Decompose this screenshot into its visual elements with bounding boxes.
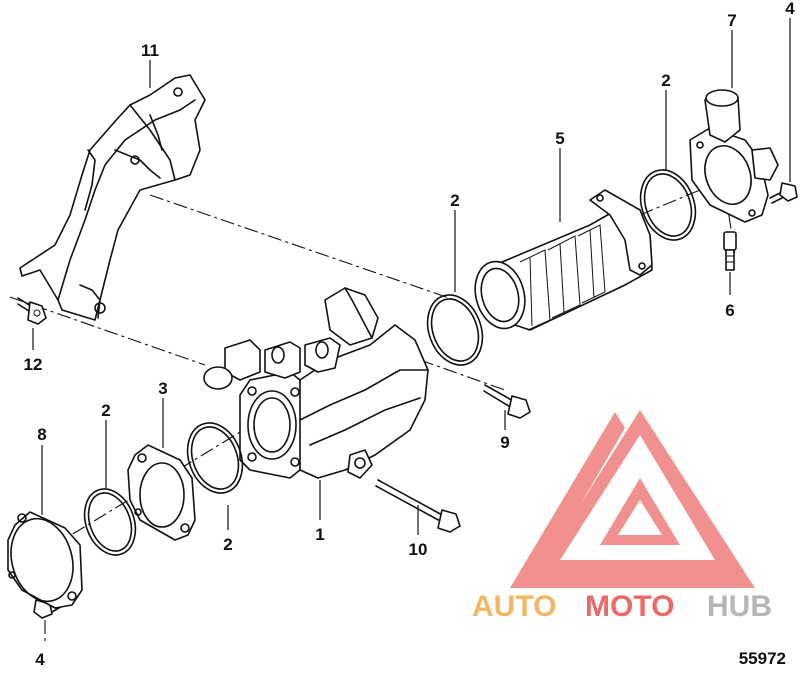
- callout-5: 5: [555, 129, 564, 148]
- callout-2-middle: 2: [450, 191, 459, 210]
- callout-2-bottom: 2: [223, 535, 232, 554]
- watermark-wordmark: AUTO MOTO HUB: [472, 590, 772, 623]
- callout-3: 3: [158, 379, 167, 398]
- part-o-rings: [83, 169, 697, 556]
- part-bracket: [19, 74, 206, 321]
- watermark-logo: [510, 410, 755, 588]
- part-bolt-4-top: [769, 182, 798, 204]
- wordmark-hub: HUB: [707, 590, 772, 623]
- callout-4-top: 4: [785, 0, 795, 18]
- part-bolt-12: [17, 297, 47, 325]
- logo-inner-cutout: [618, 500, 662, 535]
- part-core: [474, 189, 653, 331]
- wordmark-auto: AUTO: [472, 590, 556, 623]
- callout-2-left: 2: [101, 401, 110, 420]
- wordmark-moto: MOTO: [585, 590, 674, 623]
- part-end-cap-7: [689, 89, 779, 223]
- part-gasket-3: [127, 444, 196, 541]
- leader-lines: [32, 18, 791, 535]
- callout-8: 8: [37, 425, 46, 444]
- callout-2-top: 2: [661, 71, 670, 90]
- figure-number: 55972: [739, 649, 786, 668]
- callout-4-bottom: 4: [35, 650, 45, 668]
- callout-7: 7: [727, 11, 736, 30]
- callout-6: 6: [725, 301, 734, 320]
- part-bolt-10: [375, 479, 461, 533]
- callout-11: 11: [141, 41, 159, 60]
- part-anode-6: [723, 231, 737, 271]
- callout-9: 9: [500, 433, 509, 452]
- callout-labels: 11 7 4 2 5 2 6 12 3 2 8 9 1 2 10 4 55972: [24, 0, 796, 669]
- part-housing: [203, 287, 429, 479]
- part-end-cover-8: [7, 511, 83, 609]
- part-bolt-9: [483, 384, 531, 419]
- callout-1: 1: [315, 525, 324, 544]
- callout-12: 12: [24, 355, 43, 374]
- callout-10: 10: [409, 540, 428, 559]
